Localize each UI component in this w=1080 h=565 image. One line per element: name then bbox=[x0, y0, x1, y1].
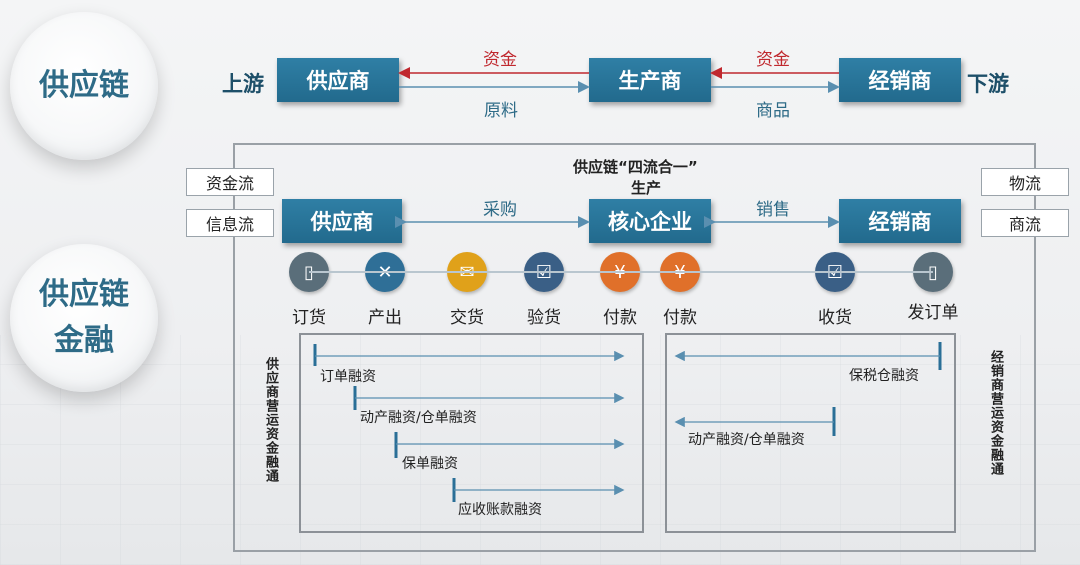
top-distributor-box: 经销商 bbox=[839, 58, 961, 102]
distributor-finance-vertical-label: 经销商营运资金融通 bbox=[988, 350, 1003, 476]
purchase-label: 采购 bbox=[483, 200, 517, 220]
funds-label-left: 资金 bbox=[483, 50, 517, 70]
sales-label: 销售 bbox=[756, 200, 790, 220]
order-financing-label: 订单融资 bbox=[320, 369, 376, 385]
logistics-flow-tag: 物流 bbox=[981, 168, 1069, 196]
supply-chain-finance-circle: 供应链 金融 bbox=[10, 244, 158, 392]
supplier-finance-vertical-label: 供应商营运资金融通 bbox=[263, 357, 278, 483]
step-label-pay-2: 付款 bbox=[663, 308, 697, 328]
distributor-movable-financing-label: 动产融资/仓单融资 bbox=[688, 432, 805, 448]
step-label-order: 订货 bbox=[292, 308, 326, 328]
capital-flow-tag: 资金流 bbox=[186, 168, 274, 196]
finance-circle-line1: 供应链 bbox=[39, 277, 129, 312]
supply-chain-circle-label: 供应链 bbox=[39, 68, 129, 103]
commerce-flow-tag: 商流 bbox=[981, 209, 1069, 237]
four-flows-frame bbox=[233, 143, 1036, 552]
supplier-finance-panel bbox=[299, 333, 644, 533]
mid-distributor-box: 经销商 bbox=[839, 199, 961, 243]
distributor-finance-panel bbox=[665, 333, 956, 533]
finance-circle-line2: 金融 bbox=[54, 323, 114, 358]
step-label-send-order: 发订单 bbox=[907, 303, 959, 323]
raw-material-label: 原料 bbox=[484, 101, 518, 121]
step-label-inspect: 验货 bbox=[527, 308, 561, 328]
four-flows-title: 供应链“四流合一” bbox=[573, 158, 698, 176]
top-supplier-box: 供应商 bbox=[277, 58, 399, 102]
step-label-output: 产出 bbox=[368, 308, 402, 328]
step-label-receive: 收货 bbox=[818, 308, 852, 328]
downstream-label: 下游 bbox=[967, 72, 1009, 96]
movable-warehouse-financing-label: 动产融资/仓单融资 bbox=[360, 410, 477, 426]
core-enterprise-box: 核心企业 bbox=[589, 199, 711, 243]
production-subtitle: 生产 bbox=[631, 179, 662, 197]
goods-label: 商品 bbox=[756, 101, 790, 121]
supply-chain-circle: 供应链 bbox=[10, 12, 158, 160]
step-label-deliver: 交货 bbox=[450, 308, 484, 328]
bonded-warehouse-financing-label: 保税仓融资 bbox=[849, 368, 919, 384]
receivables-financing-label: 应收账款融资 bbox=[458, 502, 542, 518]
top-producer-box: 生产商 bbox=[589, 58, 711, 102]
mid-supplier-box: 供应商 bbox=[282, 199, 402, 243]
insurance-financing-label: 保单融资 bbox=[402, 456, 458, 472]
info-flow-tag: 信息流 bbox=[186, 209, 274, 237]
funds-label-right: 资金 bbox=[756, 50, 790, 70]
step-label-pay-1: 付款 bbox=[603, 308, 637, 328]
upstream-label: 上游 bbox=[222, 72, 264, 96]
background-floor bbox=[0, 335, 1080, 565]
